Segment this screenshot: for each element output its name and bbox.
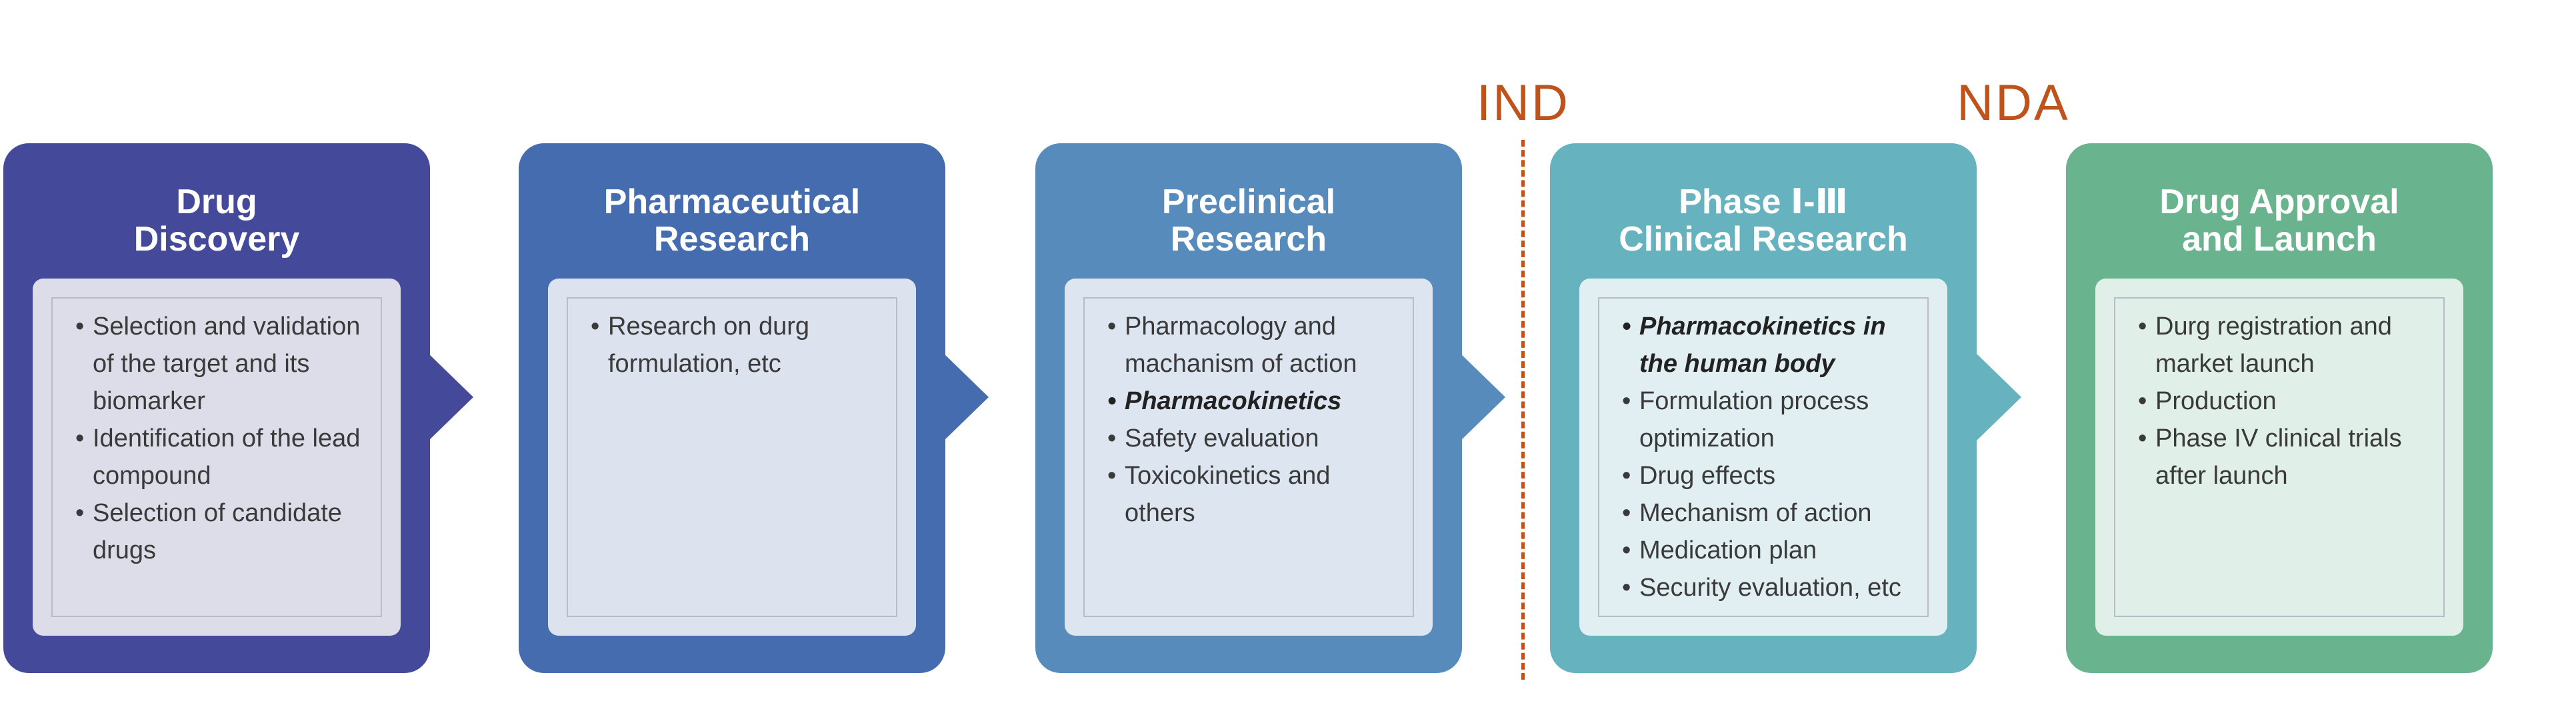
stage-title-line: Drug (176, 183, 257, 221)
stage-detail-panel: Research on durg formulation, etc (548, 279, 916, 636)
flow-arrow-3 (1459, 352, 1505, 442)
stage-item: Selection and validation of the target a… (73, 308, 374, 420)
milestone-ind-divider (1521, 140, 1525, 680)
stage-title-line: Research (1170, 220, 1327, 259)
stage-item: Mechanism of action (1619, 494, 1921, 532)
stage-item: Pharmacokinetics in the human body (1619, 308, 1921, 382)
stage-detail-frame: Pharmacokinetics in the human body Formu… (1598, 297, 1929, 617)
stage-item-list: Pharmacology and machanism of action Pha… (1085, 299, 1413, 532)
stage-title-line: Preclinical (1161, 183, 1336, 221)
stage-item: Identification of the lead compound (73, 420, 374, 494)
stage-title: Preclinical Research (1035, 183, 1462, 258)
stage-detail-frame: Selection and validation of the target a… (51, 297, 382, 617)
stage-item-list: Research on durg formulation, etc (568, 299, 896, 382)
stage-title-line: Drug Approval (2159, 183, 2399, 221)
stage-item: Toxicokinetics and others (1105, 457, 1406, 532)
flow-arrow-1 (427, 352, 473, 442)
stage-detail-frame: Pharmacology and machanism of action Pha… (1083, 297, 1414, 617)
stage-item: Medication plan (1619, 532, 1921, 569)
stage-item: Pharmacokinetics (1105, 382, 1406, 420)
stage-item: Pharmacology and machanism of action (1105, 308, 1406, 382)
stage-detail-frame: Durg registration and market launch Prod… (2114, 297, 2445, 617)
stage-title: Drug Discovery (3, 183, 430, 258)
stage-title: Drug Approval and Launch (2066, 183, 2493, 258)
stage-item: Security evaluation, etc (1619, 569, 1921, 606)
stage-pharmaceutical-research: Pharmaceutical Research Research on durg… (519, 143, 945, 673)
stage-detail-panel: Pharmacology and machanism of action Pha… (1065, 279, 1433, 636)
stage-item: Safety evaluation (1105, 420, 1406, 457)
stage-title-line: Phase Ⅰ-Ⅲ (1679, 183, 1848, 221)
stage-item: Phase IV clinical trials after launch (2135, 420, 2437, 494)
flow-arrow-4 (1975, 352, 2021, 442)
stage-item-list: Selection and validation of the target a… (53, 299, 381, 569)
stage-item: Formulation process optimization (1619, 382, 1921, 457)
stage-title-line: Pharmaceutical (603, 183, 861, 221)
stage-drug-discovery: Drug Discovery Selection and validation … (3, 143, 430, 673)
stage-title: Phase Ⅰ-Ⅲ Clinical Research (1550, 183, 1977, 258)
stage-title-line: Research (653, 220, 811, 259)
stage-title-line: Clinical Research (1619, 220, 1908, 259)
flow-arrow-2 (942, 352, 989, 442)
stage-drug-approval: Drug Approval and Launch Durg registrati… (2066, 143, 2493, 673)
stage-detail-panel: Pharmacokinetics in the human body Formu… (1579, 279, 1947, 636)
milestone-ind-label: IND (1477, 75, 1570, 131)
stage-item: Production (2135, 382, 2437, 420)
stage-item: Research on durg formulation, etc (588, 308, 889, 382)
milestone-nda-label: NDA (1957, 75, 2070, 131)
stage-detail-panel: Durg registration and market launch Prod… (2095, 279, 2463, 636)
stage-preclinical-research: Preclinical Research Pharmacology and ma… (1035, 143, 1462, 673)
stage-detail-frame: Research on durg formulation, etc (567, 297, 897, 617)
stage-item: Selection of candidate drugs (73, 494, 374, 569)
stage-item: Durg registration and market launch (2135, 308, 2437, 382)
stage-title-line: Discovery (133, 220, 300, 259)
stage-clinical-research: Phase Ⅰ-Ⅲ Clinical Research Pharmacokine… (1550, 143, 1977, 673)
stage-item-list: Durg registration and market launch Prod… (2115, 299, 2443, 494)
stage-title-line: and Launch (2182, 220, 2377, 259)
stage-item-list: Pharmacokinetics in the human body Formu… (1599, 299, 1927, 606)
stage-title: Pharmaceutical Research (519, 183, 945, 258)
stage-detail-panel: Selection and validation of the target a… (33, 279, 401, 636)
stage-item: Drug effects (1619, 457, 1921, 494)
